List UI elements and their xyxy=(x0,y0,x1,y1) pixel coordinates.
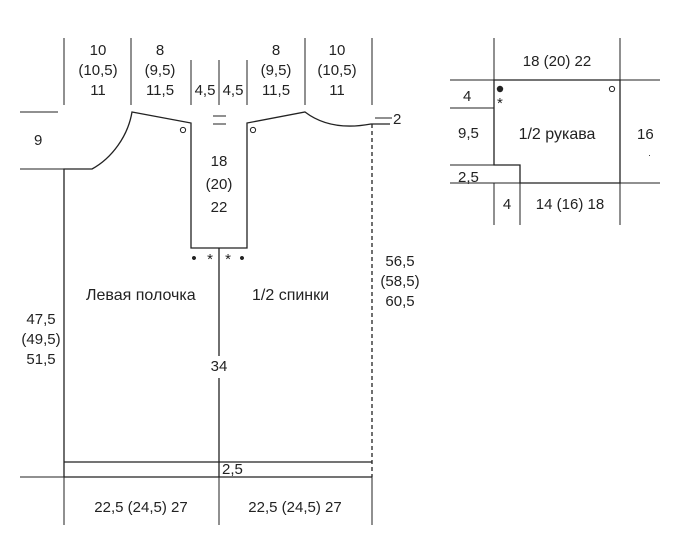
dim-text: (20) xyxy=(206,176,233,193)
left-front-label: Левая полочка xyxy=(86,287,196,304)
top-left-slope-dim: 8 (9,5) 11,5 xyxy=(145,42,176,99)
sleeve-marker-circle xyxy=(608,85,616,93)
sleeve-pattern: * 18 (20) 22 4 9,5 2,5 1/2 рукава 16 · 4… xyxy=(450,38,660,225)
dim-text: (9,5) xyxy=(145,62,176,79)
button-star: * xyxy=(207,251,213,268)
body-pattern: 10 (10,5) 11 8 (9,5) 11,5 4,5 4,5 8 (9,5… xyxy=(20,38,420,525)
sleeve-top-width-dim: 18 (20) 22 xyxy=(523,53,591,70)
dim-text: 22 xyxy=(211,199,228,216)
button-dot: • xyxy=(191,250,196,267)
dim-text: 51,5 xyxy=(26,351,55,368)
dim-text: (9,5) xyxy=(261,62,292,79)
dim-text: 10 xyxy=(90,42,107,59)
dim-text: 56,5 xyxy=(385,253,414,270)
neck-depth-dim: 18 (20) 22 xyxy=(206,153,233,216)
side-length-dim: 47,5 (49,5) 51,5 xyxy=(21,311,60,368)
marker-circle xyxy=(249,126,257,134)
sleeve-dot: · xyxy=(648,150,651,160)
bottom-left-width-dim: 22,5 (24,5) 27 xyxy=(94,499,187,516)
marker-circle xyxy=(179,126,187,134)
sleeve-bottom-width-dim: 14 (16) 18 xyxy=(536,196,604,213)
dim-text: 11,5 xyxy=(146,82,174,99)
sleeve-bottom-left-dim: 4 xyxy=(503,196,511,213)
dim-text: (49,5) xyxy=(21,331,60,348)
neck-half-left-dim: 4,5 xyxy=(195,82,216,99)
neck-half-right-dim: 4,5 xyxy=(223,82,244,99)
hem-height-dim: 2,5 xyxy=(222,461,243,478)
dim-text: 18 xyxy=(211,153,228,170)
dim-text: 8 xyxy=(156,42,164,59)
dim-text: 47,5 xyxy=(26,311,55,328)
sleeve-left-mid-dim: 9,5 xyxy=(458,125,479,142)
dim-text: 10 xyxy=(329,42,346,59)
sleeve-marker-dot xyxy=(496,85,504,93)
sleeve-marker-star: * xyxy=(497,95,503,112)
button-dot: • xyxy=(239,250,244,267)
sleeve-outline xyxy=(493,79,621,184)
top-left-shoulder-dim: 10 (10,5) 11 xyxy=(78,42,117,99)
sleeve-left-bottom-dim: 2,5 xyxy=(458,169,479,186)
dim-text: 11 xyxy=(329,82,345,99)
dim-text: (10,5) xyxy=(78,62,117,79)
body-outline xyxy=(63,111,390,477)
bottom-right-width-dim: 22,5 (24,5) 27 xyxy=(248,499,341,516)
dim-text: (10,5) xyxy=(317,62,356,79)
front-opening-length-dim: 34 xyxy=(211,358,228,375)
sleeve-right-height-dim: 16 xyxy=(637,126,654,143)
top-right-slope-dim: 8 (9,5) 11,5 xyxy=(261,42,292,99)
label-backing xyxy=(205,356,233,378)
dim-text: 60,5 xyxy=(385,293,414,310)
dim-text: 11 xyxy=(90,82,106,99)
back-label: 1/2 спинки xyxy=(252,287,329,304)
sleeve-left-top-dim: 4 xyxy=(463,88,471,105)
dim-text: 8 xyxy=(272,42,280,59)
armhole-depth-dim: 9 xyxy=(34,132,42,149)
top-right-shoulder-dim: 10 (10,5) 11 xyxy=(317,42,356,99)
dim-text: 11,5 xyxy=(262,82,290,99)
sleeve-label: 1/2 рукава xyxy=(519,126,596,143)
total-length-dim: 56,5 (58,5) 60,5 xyxy=(380,253,419,310)
button-markers: • * * • xyxy=(191,250,244,268)
dim-text: (58,5) xyxy=(380,273,419,290)
button-star: * xyxy=(225,251,231,268)
right-top-offset-dim: 2 xyxy=(393,111,401,128)
